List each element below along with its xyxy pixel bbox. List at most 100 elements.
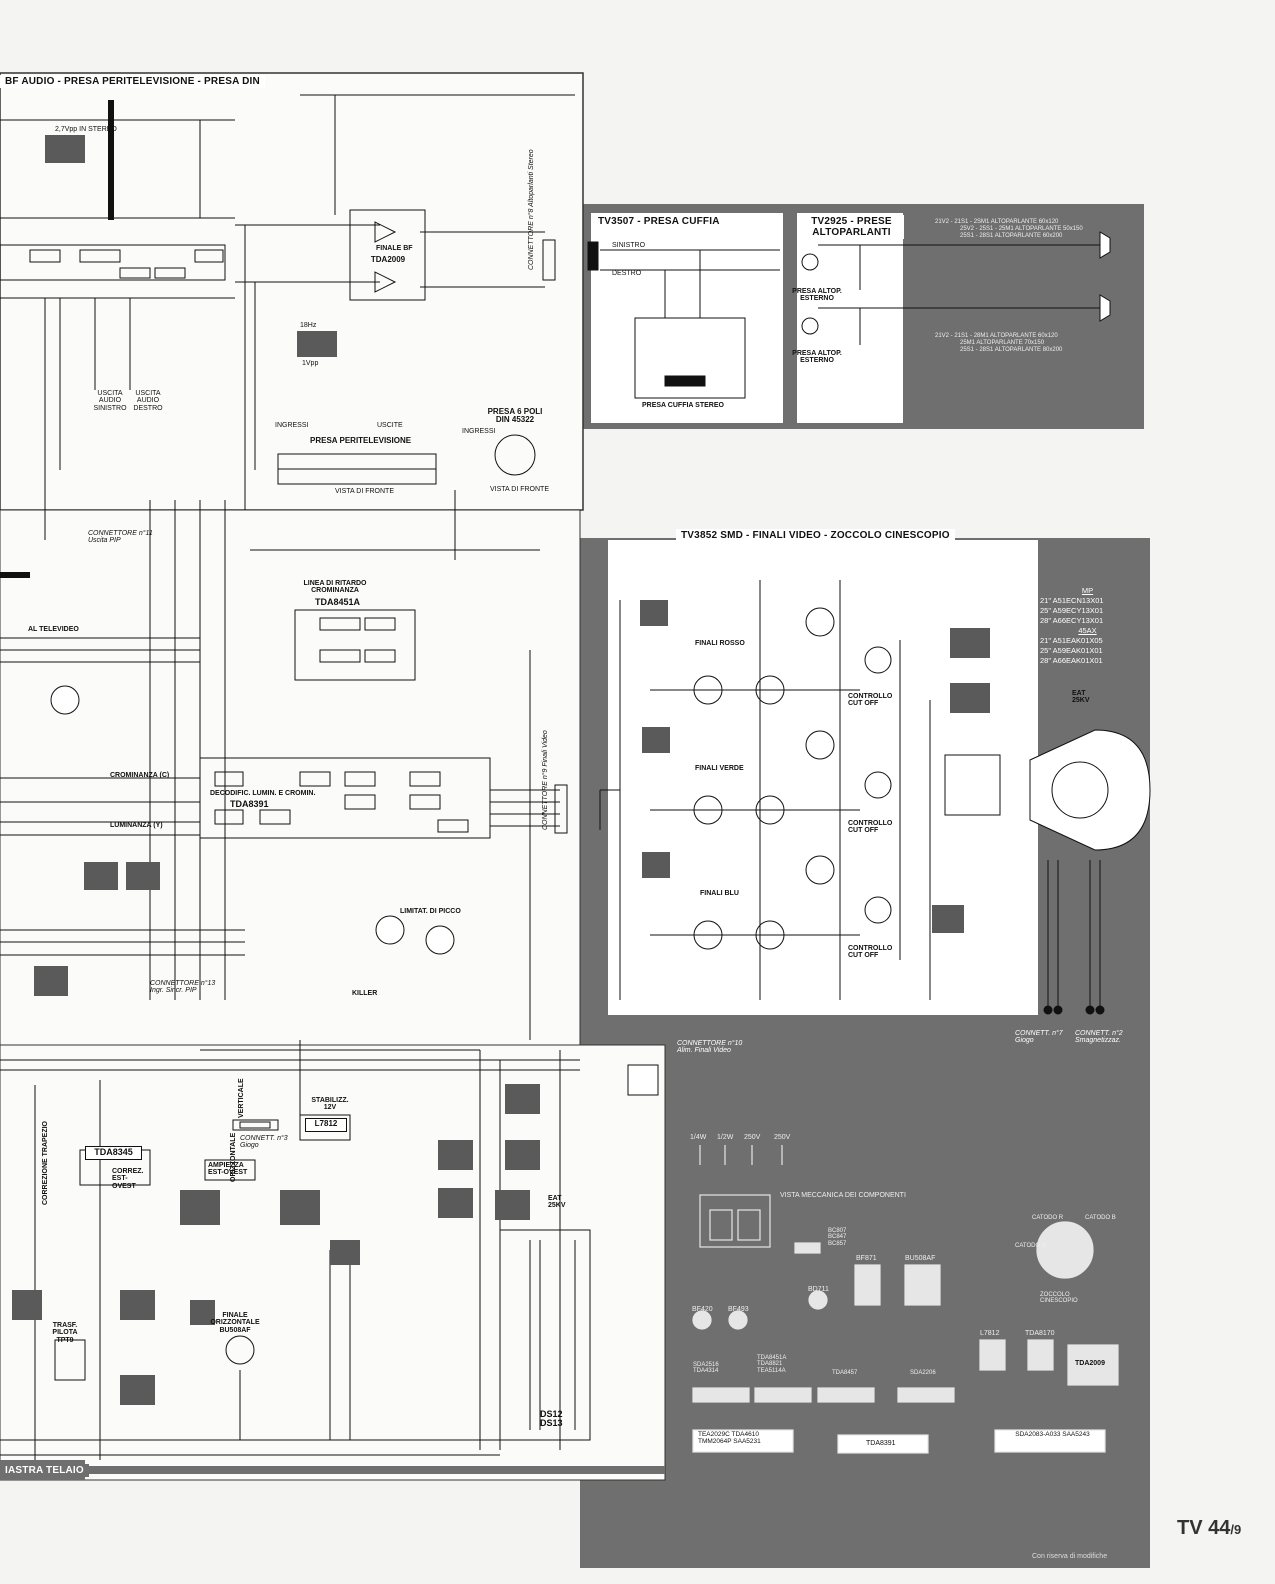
connector-13-label: CONNETTORE n°13 Ingr. Sincr. PIP: [150, 980, 216, 995]
cutoff-label-3: CONTROLLO CUT OFF: [848, 945, 893, 960]
audio-out-right: USCITA AUDIO DESTRO: [133, 390, 163, 412]
transistor-bf493-label: BF493: [728, 1306, 749, 1313]
ds-label: DS12 DS13: [540, 1409, 563, 1429]
headphone-left-label: SINISTRO: [612, 242, 646, 249]
limitat-label: LIMITAT. DI PICCO: [400, 908, 461, 915]
audio-amp-label: FINALE BF: [376, 245, 413, 252]
scart-view-label: VISTA DI FRONTE: [335, 488, 394, 495]
verticale-label: VERTICALE: [238, 1078, 245, 1118]
tube-code: 21" A51ECN13X01: [1040, 596, 1104, 605]
audio-amp-ic: TDA2009: [370, 255, 406, 264]
ampiezza-label: AMPIEZZA EST-OVEST: [208, 1162, 248, 1177]
tube-code: 28" A66ECY13X01: [1040, 616, 1104, 625]
crominanza-label: CROMINANZA (C): [110, 772, 170, 779]
tube-code-list: MP 21" A51ECN13X01 25" A59ECY13X01 28" A…: [1040, 586, 1135, 666]
connector-11-label: CONNETTORE n°11 Uscita PIP: [88, 530, 153, 545]
correzione-label: CORREZIONE TRAPEZIO: [42, 1120, 49, 1205]
crt-socket-label: ZOCCOLO CINESCOPIO: [1040, 1292, 1078, 1305]
orizzontale-label: ORIZZONTALE: [230, 1132, 237, 1182]
speaker-spec-1: 21V2 - 21S1 - 2SM1 ALTOPARLANTE 60x120: [935, 219, 1059, 225]
ic-big-label-2: TDA8391: [866, 1440, 896, 1447]
connector-7-label: CONNETT. n°7 Giogo: [1015, 1030, 1063, 1045]
regulator-ic: L7812: [305, 1118, 347, 1132]
speaker-ext1-label: PRESA ALTOP. ESTERNO: [792, 288, 842, 303]
finali-verde-label: FINALI VERDE: [695, 765, 744, 772]
resistor-label-2: 1/2W: [717, 1134, 734, 1141]
tda2009-comp-label: TDA2009: [1075, 1360, 1105, 1367]
headphone-panel-title: TV3507 - PRESA CUFFIA: [593, 215, 725, 228]
killer-label: KILLER: [352, 990, 378, 997]
connector-2-label: CONNETT. n°2 Smagnetizzaz.: [1075, 1030, 1123, 1045]
catodo-b-label: CATODO B: [1085, 1215, 1116, 1221]
ic-big-label-3: SDA2083-A033 SAA5243: [1015, 1431, 1090, 1438]
finali-blu-label: FINALI BLU: [700, 890, 739, 897]
audio-panel-title: BF AUDIO - PRESA PERITELEVISIONE - PRESA…: [0, 75, 265, 88]
regulator-l7812-label: L7812: [980, 1330, 1000, 1337]
trasf-pilota-label: TRASF. PILOTA TPT9: [52, 1322, 78, 1344]
din-inputs-label: INGRESSI: [462, 428, 496, 435]
audio-stereo-note: 2,7Vpp IN STEREO: [55, 126, 117, 133]
catodo-r-label: CATODO R: [1032, 1215, 1064, 1221]
video-panel-title: TV3852 SMD - FINALI VIDEO - ZOCCOLO CINE…: [676, 529, 955, 542]
chassis-eat-label: EAT 25KV: [548, 1195, 566, 1210]
finale-orizz-label: FINALE ORIZZONTALE BU508AF: [210, 1312, 260, 1334]
transistor-bd711-label: BD711: [808, 1286, 829, 1293]
al-televideo-label: AL TELEVIDEO: [28, 626, 79, 633]
cutoff-label-1: CONTROLLO CUT OFF: [848, 693, 893, 708]
page-code-suffix: /9: [1230, 1522, 1242, 1537]
cutoff-label-2: CONTROLLO CUT OFF: [848, 820, 893, 835]
audio-freq-label: 18Hz: [300, 322, 317, 329]
decoder-ic: TDA8391: [230, 799, 269, 809]
scart-inputs-label: INGRESSI: [275, 422, 309, 429]
audio-vpp-label: 1Vpp: [302, 360, 319, 367]
scart-outputs-label: USCITE: [377, 422, 403, 429]
chassis-panel-title: IASTRA TELAIO: [0, 1464, 89, 1477]
ew-label: CORREZ. EST-OVEST: [112, 1168, 144, 1190]
connector-8-label: CONNETTORE n°8 Altoparlanti Stereo: [528, 149, 535, 270]
transistor-bf420-label: BF420: [692, 1306, 713, 1313]
connector-9-label: CONNETTORE n°9 Finali Video: [542, 730, 549, 830]
tube-code: 28" A66EAK01X01: [1040, 656, 1103, 665]
decoder-label: DECODIFIC. LUMIN. E CROMIN.: [210, 790, 316, 797]
tube-code: 25" A59EAK01X01: [1040, 646, 1103, 655]
speakers-panel-title: TV2925 - PRESE ALTOPARLANTI: [799, 215, 904, 239]
transistor-bu508af-label: BU508AF: [905, 1255, 936, 1262]
stabiliz-label: STABILIZZ. 12V: [311, 1097, 349, 1112]
din-title: PRESA 6 POLI DIN 45322: [487, 407, 543, 425]
tube-code: MP: [1081, 586, 1094, 595]
ew-ic: TDA8345: [85, 1146, 142, 1160]
regulator-tda8170-label: TDA8170: [1025, 1330, 1055, 1337]
speaker-spec-5: 25M1 ALTOPARLANTE 70x150: [960, 340, 1045, 346]
transistor-bc-label: BC807 BC847 BC857: [828, 1228, 847, 1247]
tube-code: 45AX: [1078, 626, 1097, 635]
audio-out-left: USCITA AUDIO SINISTRO: [93, 390, 127, 412]
tube-code: 25" A59ECY13X01: [1040, 606, 1104, 615]
resistor-label-3: 250V: [744, 1134, 761, 1141]
video-eat-label: EAT 25KV: [1072, 690, 1090, 705]
delay-line-label: LINEA DI RITARDO CROMINANZA: [303, 580, 367, 595]
scart-title: PRESA PERITELEVISIONE: [310, 436, 412, 445]
page-code-main: TV 44: [1177, 1517, 1231, 1539]
delay-line-ic: TDA8451A: [315, 597, 361, 607]
ic-row-label-1: SDA2516 TDA4314: [693, 1362, 719, 1375]
resistor-label-4: 250V: [774, 1134, 791, 1141]
modifications-note: Con riserva di modifiche: [1032, 1553, 1108, 1560]
speaker-spec-2: 25V2 - 25S1 - 25M1 ALTOPARLANTE 50x150: [960, 226, 1083, 232]
page-code: TV 44/9: [1177, 1517, 1275, 1540]
ic-big-label-1: TEA2029C TDA4610 TMM2064P SAA5231: [698, 1431, 761, 1445]
finali-rosso-label: FINALI ROSSO: [695, 640, 745, 647]
speaker-spec-3: 25S1 - 28S1 ALTOPARLANTE 60x200: [960, 233, 1063, 239]
speaker-spec-4: 21V2 - 21S1 - 28M1 ALTOPARLANTE 60x120: [935, 333, 1058, 339]
connector-3-label: CONNETT. n°3 Giogo: [240, 1135, 288, 1150]
components-title: VISTA MECCANICA DEI COMPONENTI: [780, 1192, 906, 1199]
ic-row-label-4: SDA2206: [910, 1370, 936, 1376]
speaker-ext2-label: PRESA ALTOP. ESTERNO: [792, 350, 842, 365]
headphone-right-label: DESTRO: [612, 270, 642, 277]
connector-10-label: CONNETTORE n°10 Alim. Finali Video: [677, 1040, 743, 1055]
ic-row-label-3: TDA8457: [832, 1370, 858, 1376]
din-view-label: VISTA DI FRONTE: [490, 486, 549, 493]
ic-row-label-2: TDA8451A TDA8821 TEA5114A: [757, 1355, 787, 1374]
resistor-label-1: 1/4W: [690, 1134, 707, 1141]
